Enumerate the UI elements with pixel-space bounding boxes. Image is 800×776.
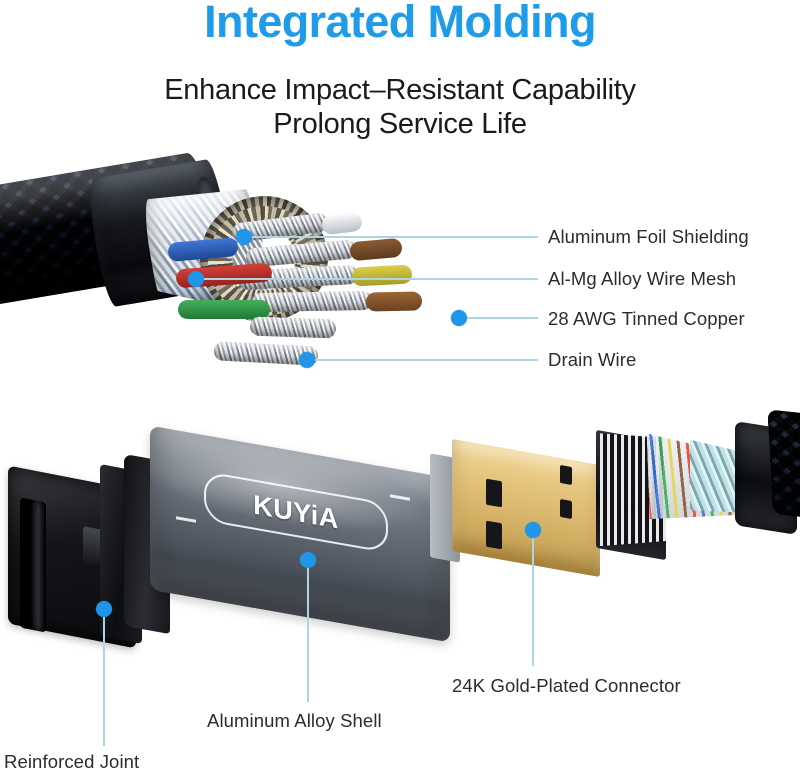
gold-connector-hole	[486, 478, 502, 508]
conductor-insulation-green	[178, 300, 270, 319]
callout-drain-wire: Drain Wire	[548, 349, 637, 370]
leader-line-almg-alloy-wire-mesh	[204, 278, 538, 280]
conductor-insulation-brown-2	[365, 291, 423, 312]
dot-24k-gold-plated-connector	[525, 522, 541, 538]
drain-wire-strand	[249, 316, 337, 339]
dot-aluminum-alloy-shell	[300, 552, 316, 568]
leader-line-28-awg-tinned-copper	[467, 317, 538, 319]
leader-line-drain-wire	[315, 359, 538, 361]
dot-28-awg-tinned-copper	[451, 310, 467, 326]
gold-connector-hole	[486, 520, 502, 550]
gold-connector-hole	[560, 498, 572, 520]
callout-reinforced-joint: Reinforced Joint	[4, 751, 140, 772]
callout-almg-alloy-wire-mesh: Al-Mg Alloy Wire Mesh	[548, 268, 737, 289]
leader-line-aluminum-foil-shielding	[252, 236, 538, 238]
dot-aluminum-foil-shielding	[236, 229, 252, 245]
callout-aluminum-alloy-shell: Aluminum Alloy Shell	[207, 710, 382, 731]
callout-aluminum-foil-shielding: Aluminum Foil Shielding	[548, 226, 749, 247]
callout-24k-gold-plated-connector: 24K Gold-Plated Connector	[452, 675, 681, 696]
subtitle-line-2: Prolong Service Life	[273, 108, 527, 140]
dot-almg-alloy-wire-mesh	[188, 271, 204, 287]
page-title: Integrated Molding	[204, 0, 596, 47]
brand-logo-text: KUYiA	[253, 488, 339, 535]
dot-drain-wire	[299, 352, 315, 368]
gold-connector-hole	[560, 464, 572, 486]
leader-line-reinforced-joint	[103, 617, 105, 746]
conductor-insulation-white	[320, 211, 364, 236]
leader-line-24k-gold-plated-connector	[532, 538, 534, 666]
callout-28-awg-tinned-copper: 28 AWG Tinned Copper	[548, 308, 745, 329]
leader-line-aluminum-alloy-shell	[307, 568, 309, 702]
conductor-insulation-yellow	[351, 264, 413, 287]
conductor-insulation-brown	[349, 237, 403, 262]
gold-plated-connector-body	[452, 438, 600, 578]
female-hdmi-port-slot	[20, 497, 46, 633]
subtitle-line-1: Enhance Impact–Resistant Capability	[164, 74, 636, 106]
dot-reinforced-joint	[96, 601, 112, 617]
